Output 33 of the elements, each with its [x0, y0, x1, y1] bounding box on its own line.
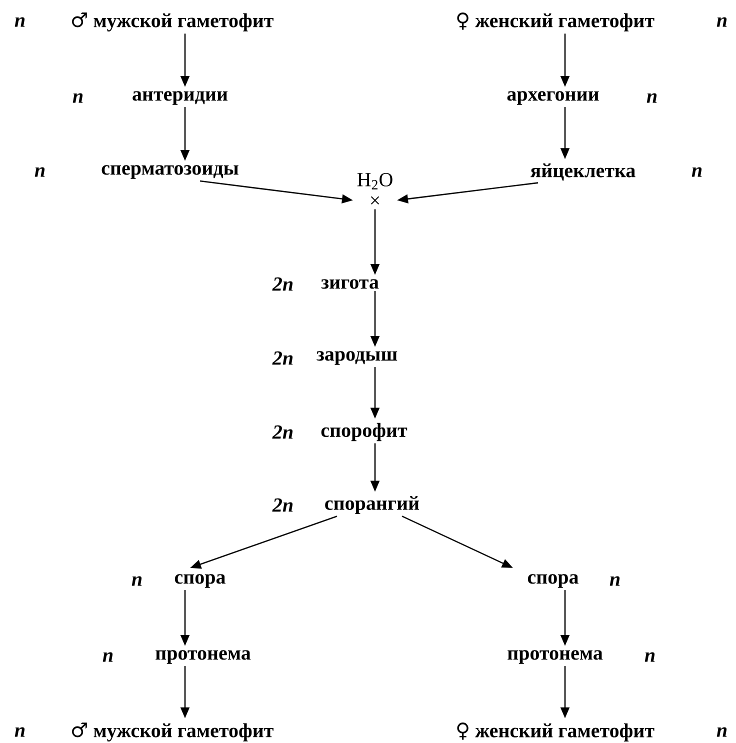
stage-label: сперматозоиды	[102, 165, 238, 179]
ploidy-label: n	[610, 576, 620, 586]
ploidy-label: n	[14, 17, 25, 27]
stage-label: зигота	[321, 279, 379, 289]
ploidy-label: 2n	[272, 498, 293, 512]
ploidy-label: n	[102, 652, 113, 662]
stage-label: спора	[174, 574, 226, 588]
stage-label: зародыш	[316, 351, 398, 365]
ploidy-label: n	[72, 93, 83, 103]
ploidy-label: n	[716, 17, 727, 27]
stage-label: протонема	[508, 650, 603, 664]
ploidy-label: n	[716, 727, 727, 737]
stage-label: архегонии	[507, 91, 599, 105]
stage-label: протонема	[156, 650, 251, 664]
stage-label: антеридии	[132, 91, 228, 105]
stage-label: ♂ мужской гаметофит	[72, 722, 274, 742]
stage-label: спорангий	[325, 496, 420, 514]
ploidy-label: 2n	[272, 277, 293, 291]
ploidy-label: n	[646, 93, 657, 103]
stage-label: ♂ мужской гаметофит	[72, 12, 274, 32]
ploidy-label: n	[14, 727, 25, 737]
stage-label: ♀ женский гаметофит	[457, 12, 654, 32]
fertilization-mark: H$_{2}$O ×	[357, 172, 392, 204]
ploidy-label: n	[34, 167, 45, 177]
stage-label: ♀ женский гаметофит	[457, 722, 654, 742]
ploidy-label: 2n	[272, 351, 293, 365]
ploidy-label: 2n	[272, 425, 293, 439]
stage-label: спорофит	[321, 422, 408, 442]
ploidy-label: n	[644, 652, 655, 662]
ploidy-label: n	[692, 167, 702, 177]
ploidy-label: n	[132, 576, 142, 586]
stage-label: спора	[528, 574, 578, 588]
stage-label: яйцеклетка	[530, 163, 636, 181]
